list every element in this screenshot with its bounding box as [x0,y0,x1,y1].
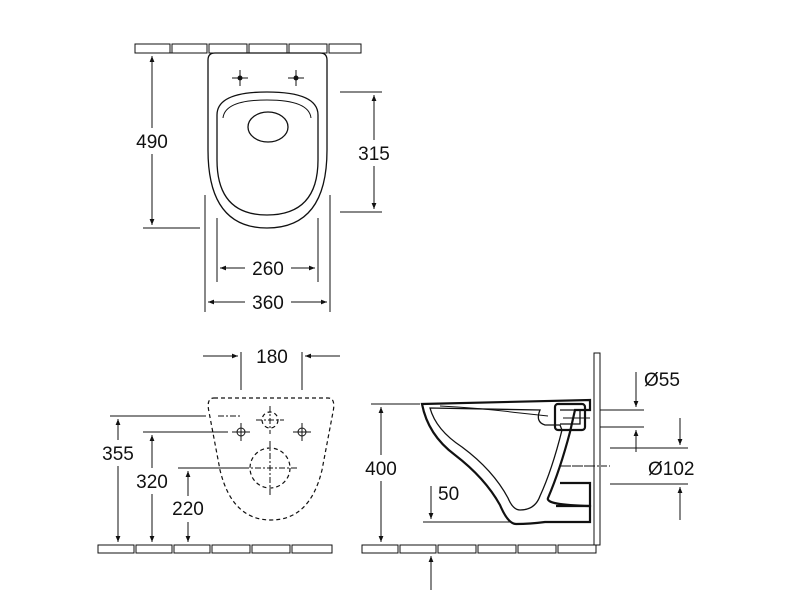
dim-offset-label: 50 [438,484,459,505]
side-bowl-body [420,398,592,526]
dim-offset: 50 [423,484,510,590]
side-view: 400 50 Ø55 Ø102 [357,352,714,590]
side-seat-top [439,405,549,417]
top-fixing-hole-right [288,70,304,86]
dim-fixing-spacing: 180 [203,347,340,390]
dim-outlet-diameter: Ø102 [610,418,714,520]
top-view: 490 315 260 360 [128,43,398,314]
front-inlet-opening [256,406,284,434]
front-floor-plate [97,544,333,554]
dim-fixing-spacing-label: 180 [256,347,288,368]
dim-total-width-label: 360 [252,293,284,314]
dim-height-low-label: 220 [172,499,204,520]
dim-seat-depth-label: 315 [358,144,390,165]
dim-height-mid: 320 [128,431,228,542]
dim-seat-depth: 315 [340,91,398,213]
side-wall [593,352,601,546]
dim-height-top: 355 [94,415,206,542]
dim-side-height: 400 [357,403,420,542]
dim-length-label: 490 [136,132,168,153]
side-outlet-connector [556,465,610,508]
dim-height-mid-label: 320 [136,472,168,493]
top-rim-inner [222,99,312,119]
top-wall-plate [134,43,362,54]
dim-total-width: 360 [204,195,331,314]
dim-outlet-diameter-label: Ø102 [648,459,694,480]
front-outlet-opening [243,441,297,495]
dim-length: 490 [128,52,200,229]
top-seat-outline [216,91,319,216]
dim-side-height-label: 400 [365,459,397,480]
top-fixing-hole-left [232,70,248,86]
dim-inlet-diameter-label: Ø55 [644,370,680,391]
top-flush-opening [247,111,289,143]
side-inlet-connector [553,402,590,432]
dim-height-top-label: 355 [102,444,134,465]
front-fixing-hole-left [218,415,250,441]
top-bowl-outline [207,52,328,229]
dim-seat-width-label: 260 [252,259,284,280]
dim-seat-width: 260 [216,218,319,282]
front-bowl-outline [207,397,335,521]
front-fixing-hole-right [293,423,311,441]
dim-height-low: 220 [164,467,245,542]
front-view: 180 355 320 220 [94,347,340,554]
side-floor-plate [361,544,597,554]
dim-inlet-diameter: Ø55 [600,370,680,452]
side-bowl-inner [429,407,563,511]
